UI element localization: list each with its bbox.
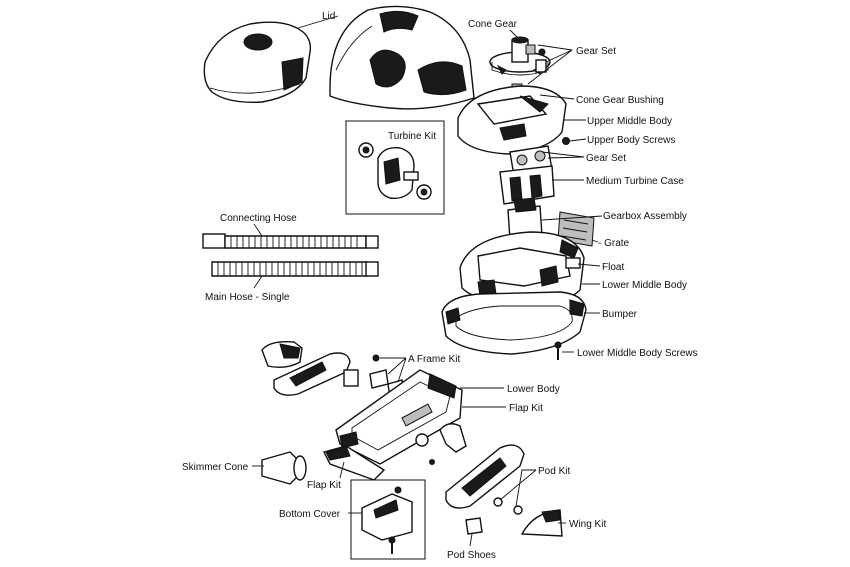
label-bottom-cover: Bottom Cover xyxy=(279,509,341,520)
label-wing-kit: Wing Kit xyxy=(569,519,606,530)
label-lid: Lid xyxy=(322,11,335,22)
part-labels: Lid Cone Gear Gear Set Cone Gear Bushing… xyxy=(182,11,698,561)
skimmer-cone-part xyxy=(261,451,307,485)
flap-kit-left-part xyxy=(322,445,386,481)
label-flap-kit-left: Flap Kit xyxy=(307,480,341,491)
label-medium-turbine-case: Medium Turbine Case xyxy=(586,176,684,187)
main-hose-single-part xyxy=(211,261,379,277)
grate-part xyxy=(557,211,595,247)
float-part xyxy=(565,257,581,269)
label-float: Float xyxy=(602,262,624,273)
lower-middle-body-part xyxy=(459,231,585,307)
label-skimmer-cone: Skimmer Cone xyxy=(182,462,249,473)
connecting-hose-part xyxy=(202,233,379,249)
pod-right-part xyxy=(445,444,525,515)
label-gearbox-assembly: Gearbox Assembly xyxy=(603,211,687,222)
flap-kit-right-part xyxy=(415,423,467,465)
label-lower-middle-body: Lower Middle Body xyxy=(602,280,687,291)
label-lower-middle-body-screws: Lower Middle Body Screws xyxy=(577,348,698,359)
lid-dome-part xyxy=(329,5,475,110)
label-upper-middle-body: Upper Middle Body xyxy=(587,116,672,127)
cone-gear-part xyxy=(489,36,551,76)
pod-shoes-part xyxy=(465,517,483,535)
label-main-hose-single: Main Hose - Single xyxy=(205,292,290,303)
lower-middle-body-screws-part xyxy=(554,341,562,360)
leader-lines xyxy=(252,15,603,547)
label-cone-gear: Cone Gear xyxy=(468,19,518,30)
label-flap-kit-right: Flap Kit xyxy=(509,403,543,414)
label-a-frame-kit: A Frame Kit xyxy=(408,354,460,365)
turbine-kit-group xyxy=(345,120,445,215)
label-grate: - Grate xyxy=(598,238,630,249)
label-upper-body-screws: Upper Body Screws xyxy=(587,135,675,146)
pod-left-part xyxy=(261,340,359,396)
label-cone-gear-bushing: Cone Gear Bushing xyxy=(576,95,664,106)
label-pod-shoes: Pod Shoes xyxy=(447,550,496,561)
label-connecting-hose: Connecting Hose xyxy=(220,213,297,224)
label-turbine-kit: Turbine Kit xyxy=(388,131,436,142)
upper-middle-body-part xyxy=(457,85,567,155)
lower-body-part xyxy=(335,369,463,465)
bottom-cover-group xyxy=(350,479,426,560)
label-pod-kit: Pod Kit xyxy=(538,466,570,477)
label-bumper: Bumper xyxy=(602,309,638,320)
wing-kit-part xyxy=(520,509,563,537)
lid-cover-part xyxy=(203,21,312,103)
label-gear-set-top: Gear Set xyxy=(576,46,616,57)
label-gear-set-mid: Gear Set xyxy=(586,153,626,164)
label-lower-body: Lower Body xyxy=(507,384,560,395)
upper-body-screws-part xyxy=(562,137,570,145)
bumper-part xyxy=(441,291,587,355)
